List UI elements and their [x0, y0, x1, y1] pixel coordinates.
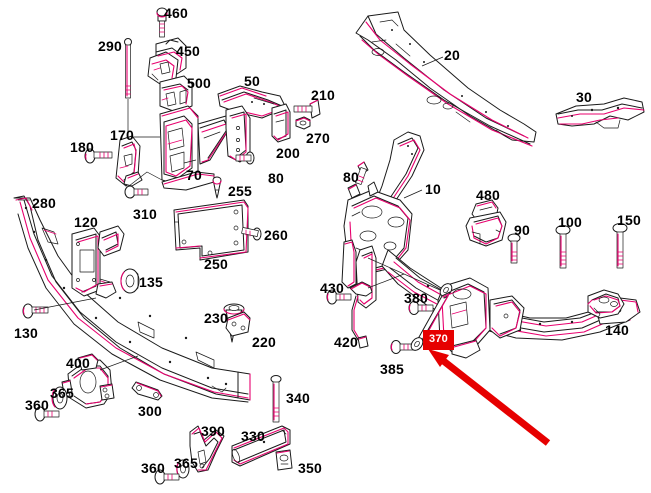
callout-70: 70	[186, 167, 202, 183]
part-430-bolt	[326, 289, 352, 305]
part-20-cowl-rail	[355, 11, 537, 147]
part-255-clip	[212, 176, 222, 199]
callout-220: 220	[252, 334, 276, 350]
part-360-bolt-bottom	[154, 469, 180, 485]
callout-255: 255	[228, 183, 252, 199]
callout-80-left: 80	[268, 170, 284, 186]
part-140-bracket	[587, 289, 625, 319]
callout-310: 310	[133, 206, 157, 222]
part-350-grommet	[275, 449, 293, 471]
callout-430: 430	[320, 280, 344, 296]
callout-80-right: 80	[343, 169, 359, 185]
part-370-strut-rod	[410, 283, 453, 351]
part-250-plate	[173, 199, 249, 261]
callout-340: 340	[286, 390, 310, 406]
part-260-bolt	[241, 227, 262, 241]
callout-280: 280	[32, 195, 56, 211]
part-120-plate	[71, 225, 125, 299]
callout-270: 270	[306, 130, 330, 146]
part-500-module	[159, 75, 193, 113]
callout-350: 350	[298, 460, 322, 476]
part-90-bolt	[507, 233, 521, 264]
callout-400: 400	[66, 355, 90, 371]
callout-300: 300	[138, 403, 162, 419]
callout-230: 230	[204, 310, 228, 326]
part-280-bumper-carrier	[13, 195, 251, 403]
part-340-bolt	[270, 375, 282, 423]
part-130-bolt	[22, 297, 97, 319]
part-290-pin	[124, 38, 160, 138]
callout-330: 330	[241, 428, 265, 444]
callout-500: 500	[187, 75, 211, 91]
part-365-washer-bottom	[176, 459, 190, 479]
callout-480: 480	[476, 187, 500, 203]
callout-120: 120	[74, 214, 98, 230]
part-80-bolt-left	[235, 151, 255, 165]
callout-360-bottom: 360	[141, 460, 165, 476]
part-460-bolt	[156, 7, 168, 38]
part-80-bolt-right	[355, 161, 369, 185]
callout-380: 380	[404, 290, 428, 306]
callout-20: 20	[444, 47, 460, 63]
part-300-link	[131, 381, 163, 401]
callout-150: 150	[617, 212, 641, 228]
part-210-bolt	[293, 99, 321, 119]
part-220-nut	[225, 311, 251, 337]
part-180-bolt	[84, 148, 113, 164]
part-360-bolt-left	[34, 406, 60, 422]
callout-140: 140	[605, 322, 629, 338]
callout-170: 170	[110, 127, 134, 143]
callout-450: 450	[176, 43, 200, 59]
part-200-bracket	[271, 103, 291, 143]
part-150-bolt	[612, 223, 628, 269]
callout-180: 180	[70, 139, 94, 155]
part-135-bushing	[120, 268, 140, 294]
callout-90: 90	[514, 222, 530, 238]
callout-130: 130	[14, 325, 38, 341]
callout-365-left: 365	[50, 385, 74, 401]
callout-420: 420	[334, 334, 358, 350]
part-450-assembly	[147, 37, 187, 85]
callout-50: 50	[244, 73, 260, 89]
callout-10: 10	[425, 181, 441, 197]
part-380-bolt	[408, 301, 434, 315]
part-50-bracket	[217, 85, 287, 163]
callout-365-bottom: 365	[174, 455, 198, 471]
callout-200: 200	[276, 145, 300, 161]
part-270-nut	[295, 116, 311, 130]
highlight-box-part-number: 370	[424, 331, 453, 349]
red-pointer-arrow	[428, 349, 551, 446]
callout-210: 210	[311, 87, 335, 103]
part-170-hinge	[115, 135, 143, 187]
callout-360-left: 360	[25, 397, 49, 413]
part-310-bolt	[124, 171, 163, 199]
callout-260: 260	[264, 227, 288, 243]
callout-385: 385	[380, 361, 404, 377]
part-100-bolt	[555, 225, 571, 269]
callout-135: 135	[139, 274, 163, 290]
callout-100: 100	[558, 214, 582, 230]
callout-30: 30	[576, 89, 592, 105]
callout-390: 390	[201, 423, 225, 439]
part-390-bracket	[189, 425, 225, 473]
part-30-bracket	[555, 97, 645, 129]
callout-250: 250	[204, 256, 228, 272]
part-480-mount	[465, 199, 507, 247]
callout-460: 460	[164, 5, 188, 21]
part-330-tube	[231, 425, 291, 467]
callout-290: 290	[98, 38, 122, 54]
part-10-subframe	[341, 131, 641, 359]
part-365-washer-left	[51, 386, 68, 410]
part-420-line	[349, 273, 405, 349]
